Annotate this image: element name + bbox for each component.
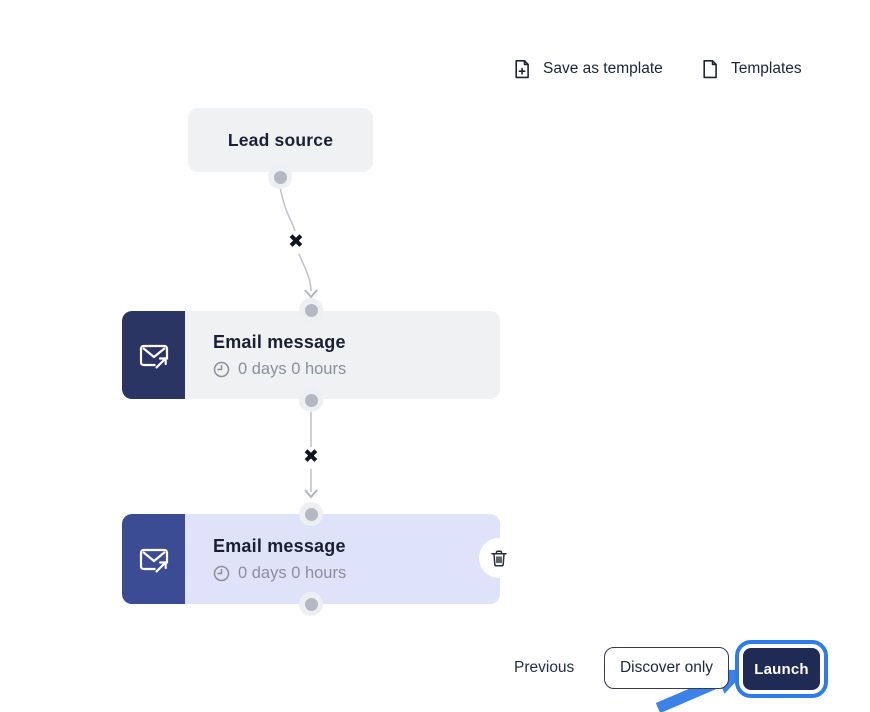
templates-label: Templates xyxy=(731,60,802,77)
node-body: Email message 0 days 0 hours xyxy=(185,514,346,604)
lead-source-label: Lead source xyxy=(227,129,334,150)
delay-text: 0 days 0 hours xyxy=(238,563,347,582)
templates-button[interactable]: Templates xyxy=(700,57,802,81)
node-title: Email message xyxy=(213,331,346,352)
connector-port[interactable] xyxy=(268,165,292,189)
save-as-template-button[interactable]: Save as template xyxy=(512,57,663,81)
connector-port[interactable] xyxy=(299,502,323,526)
node-body: Email message 0 days 0 hours xyxy=(185,311,346,399)
clock-icon xyxy=(213,361,230,378)
remove-connection-icon[interactable]: ✖ xyxy=(288,231,304,253)
discover-only-button[interactable]: Discover only xyxy=(604,647,729,689)
previous-button[interactable]: Previous xyxy=(514,659,575,676)
connector-port[interactable] xyxy=(299,592,323,616)
email-send-icon xyxy=(122,514,185,604)
delete-node-button[interactable] xyxy=(479,538,519,578)
save-as-template-label: Save as template xyxy=(543,60,663,77)
email-message-node-1[interactable]: Email message 0 days 0 hours xyxy=(122,311,500,399)
email-message-node-2[interactable]: Email message 0 days 0 hours xyxy=(122,514,500,604)
delay-text: 0 days 0 hours xyxy=(238,359,347,378)
node-delay: 0 days 0 hours xyxy=(213,564,346,583)
file-plus-icon xyxy=(512,59,532,80)
launch-button[interactable]: Launch xyxy=(743,648,820,690)
connector-port[interactable] xyxy=(299,388,323,412)
connector-port[interactable] xyxy=(299,298,323,322)
clock-icon xyxy=(213,565,230,582)
trash-icon xyxy=(490,549,508,568)
file-icon xyxy=(700,59,720,80)
lead-source-node[interactable]: Lead source xyxy=(188,108,373,172)
launch-highlight-ring: Launch xyxy=(735,640,828,698)
remove-connection-icon[interactable]: ✖ xyxy=(303,446,319,468)
email-send-icon xyxy=(122,311,185,399)
node-title: Email message xyxy=(213,535,346,556)
node-delay: 0 days 0 hours xyxy=(213,360,346,379)
